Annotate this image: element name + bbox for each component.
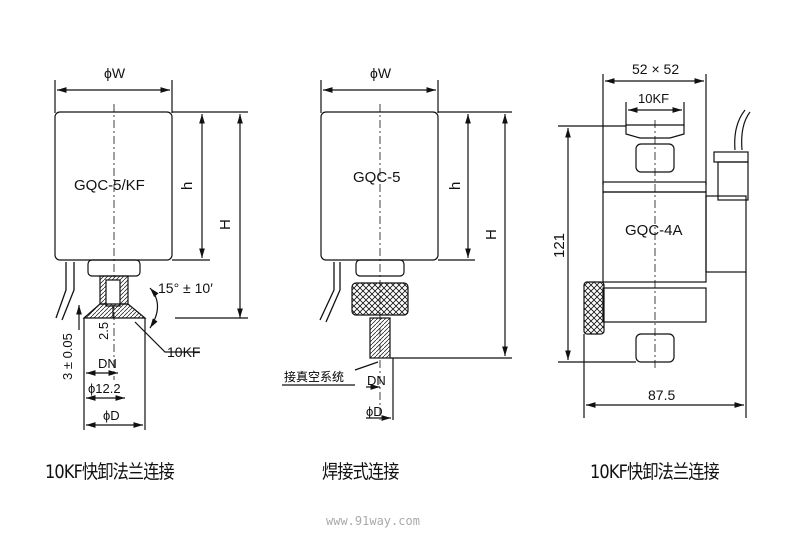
caption-2: 焊接式连接 bbox=[322, 461, 399, 483]
tolerance-label: 3 ± 0.05 bbox=[60, 333, 75, 380]
flange-label: 10KF bbox=[167, 344, 200, 360]
kf-flange bbox=[625, 124, 685, 139]
model-label: GQC-5 bbox=[353, 169, 401, 186]
caption-3: 10KF快卸法兰连接 bbox=[590, 461, 720, 483]
d-label: ϕD bbox=[366, 404, 383, 419]
knurled-nut bbox=[351, 282, 409, 316]
adjust-knob bbox=[583, 281, 605, 335]
diagram-gqc4a bbox=[558, 74, 751, 418]
H-label: H bbox=[217, 219, 234, 230]
length-label: 87.5 bbox=[648, 387, 675, 403]
h-label: h bbox=[179, 182, 196, 190]
width-label: ϕW bbox=[104, 65, 126, 81]
dn-label: DN bbox=[98, 356, 117, 371]
angle-label: 15° ± 10′ bbox=[158, 280, 213, 296]
model-label: GQC-4A bbox=[625, 222, 683, 239]
diagram-gqc5kf bbox=[54, 80, 248, 430]
h-label: h bbox=[447, 182, 464, 190]
height-label: 121 bbox=[551, 233, 568, 258]
watermark: www.91way.com bbox=[326, 514, 420, 528]
connect-label: 接真空系统 bbox=[284, 369, 344, 384]
sensor-body bbox=[320, 111, 439, 261]
hex-nut bbox=[355, 259, 405, 277]
flange-label: 10KF bbox=[638, 91, 669, 106]
d-label: ϕD bbox=[103, 408, 120, 423]
d12-label: ϕ12.2 bbox=[88, 381, 121, 396]
H-label: H bbox=[483, 229, 500, 240]
diagram-gqc5 bbox=[282, 80, 512, 421]
size-label: 52 × 52 bbox=[632, 61, 679, 77]
dn-label: DN bbox=[367, 373, 386, 388]
model-label: GQC-5/KF bbox=[74, 177, 145, 194]
width-label: ϕW bbox=[370, 65, 392, 81]
caption-1: 10KF快卸法兰连接 bbox=[45, 461, 175, 483]
step-label: 2.5 bbox=[96, 322, 111, 340]
